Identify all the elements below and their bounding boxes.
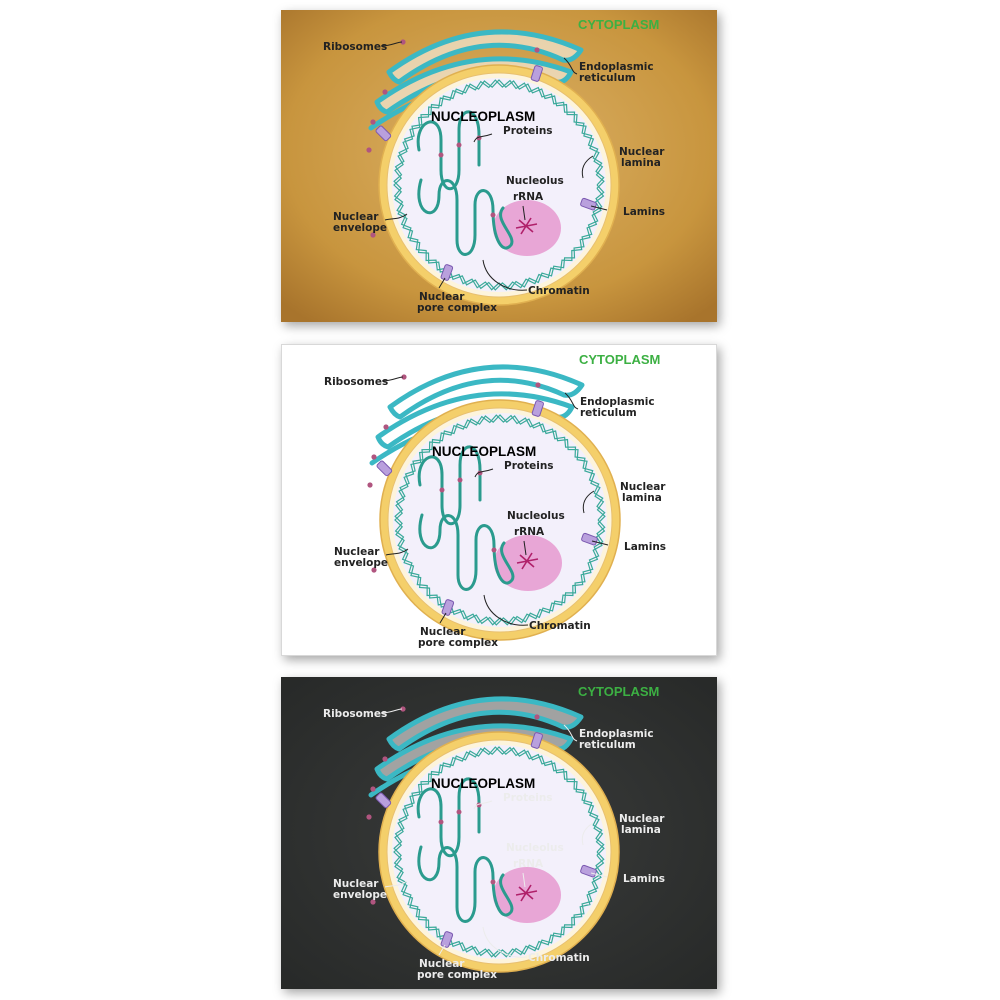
nuclear-envelope [378,731,620,973]
er-label-line2: reticulum [580,407,637,419]
nuclear-lamina [393,746,605,958]
chromatin-strand [416,110,514,256]
cytoplasm-label: CYTOPLASM [578,684,659,699]
pore-complex-label-line1: Nuclear [419,291,465,303]
nuclear-lamina-label-line1: Nuclear [619,146,665,158]
nuclear-envelope-label-line1: Nuclear [333,211,379,223]
labels: CYTOPLASM NUCLEOPLASM Ribosomes Endoplas… [323,684,665,981]
nucleolus-label: Nucleolus [507,510,565,522]
nuclear-lamina-label-line2: lamina [622,492,662,504]
panel-chalkboard: CYTOPLASM NUCLEOPLASM Ribosomes Endoplas… [281,677,717,989]
cell-nucleus-diagram-parchment: CYTOPLASM NUCLEOPLASM Ribosomes Endoplas… [281,10,717,322]
rrna-label: rRNA [513,858,544,870]
nucleolus [493,200,561,256]
ribosomes-label: Ribosomes [323,41,387,53]
nuclear-envelope-label-line2: envelope [333,222,387,234]
nuclear-lamina-label-line1: Nuclear [619,813,665,825]
cytoplasm-label: CYTOPLASM [579,352,660,367]
pore-complex-label-line2: pore complex [417,969,497,981]
nuclear-envelope-label-line2: envelope [333,889,387,901]
nuclear-lamina-label-line2: lamina [621,157,661,169]
nucleoplasm-label: NUCLEOPLASM [432,444,536,459]
pore-complex-label-line1: Nuclear [419,958,465,970]
nucleolus [494,535,562,591]
nuclear-lamina [394,414,606,626]
nuclear-lamina-label-line1: Nuclear [620,481,666,493]
rrna-label: rRNA [513,191,544,203]
panel-parchment: CYTOPLASM NUCLEOPLASM Ribosomes Endoplas… [281,10,717,322]
nucleolus [493,867,561,923]
chromatin-label: Chromatin [528,952,590,964]
cell-nucleus-diagram-chalkboard: CYTOPLASM NUCLEOPLASM Ribosomes Endoplas… [281,677,717,989]
er-label-line1: Endoplasmic [579,728,654,740]
chromatin-label: Chromatin [529,620,591,632]
proteins-label: Proteins [503,125,553,137]
pore-complex-label-line1: Nuclear [420,626,466,638]
nucleoplasm-label: NUCLEOPLASM [431,776,535,791]
pore-complex-label-line2: pore complex [417,302,497,314]
er-label-line2: reticulum [579,739,636,751]
protein-dots [438,802,496,885]
nuclear-lamina [393,79,605,291]
proteins-label: Proteins [503,792,553,804]
cell-nucleus-diagram-white: CYTOPLASM NUCLEOPLASM Ribosomes Endoplas… [282,345,716,655]
er-label-line1: Endoplasmic [580,396,655,408]
lamins-label: Lamins [623,206,665,218]
leader-lines [380,708,608,958]
chromatin-label: Chromatin [528,285,590,297]
nuclear-lamina-label-line2: lamina [621,824,661,836]
ribosomes-label: Ribosomes [324,376,388,388]
chromatin-strand [417,445,515,591]
leader-lines [380,41,608,291]
nuclear-envelope [378,64,620,306]
nuclear-pore-complexes [375,65,597,281]
nuclear-envelope-label-line2: envelope [334,557,388,569]
chromatin-strand [416,777,514,923]
er-label-line1: Endoplasmic [579,61,654,73]
rrna-label: rRNA [514,526,545,538]
panel-white: CYTOPLASM NUCLEOPLASM Ribosomes Endoplas… [281,344,717,656]
ribosomes-label: Ribosomes [323,708,387,720]
nuclear-pore-complexes [375,732,597,948]
lamins-label: Lamins [623,873,665,885]
leader-lines [381,376,609,626]
nuclear-envelope-label-line1: Nuclear [333,878,379,890]
nucleolus-label: Nucleolus [506,175,564,187]
nuclear-envelope-label-line1: Nuclear [334,546,380,558]
er-label-line2: reticulum [579,72,636,84]
cytoplasm-label: CYTOPLASM [578,17,659,32]
labels: CYTOPLASM NUCLEOPLASM Ribosomes Endoplas… [324,352,666,649]
nuclear-envelope [379,399,621,641]
labels: CYTOPLASM NUCLEOPLASM Ribosomes Endoplas… [323,17,665,314]
pore-complex-label-line2: pore complex [418,637,498,649]
protein-dots [439,470,497,553]
nucleolus-label: Nucleolus [506,842,564,854]
proteins-label: Proteins [504,460,554,472]
lamins-label: Lamins [624,541,666,553]
nucleoplasm-label: NUCLEOPLASM [431,109,535,124]
